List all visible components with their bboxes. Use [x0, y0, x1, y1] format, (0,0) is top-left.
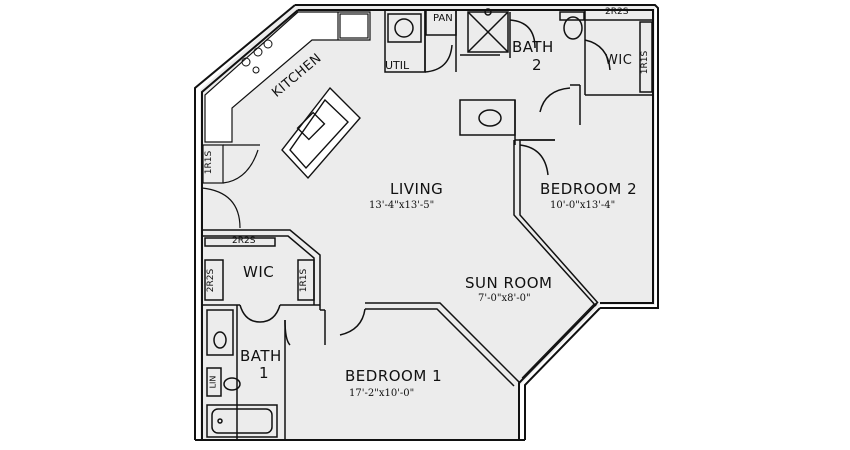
living-size: 13'-4"x13'-5" — [369, 200, 435, 211]
bath2-label-line1: BATH — [512, 38, 554, 56]
kitchen-island — [281, 86, 361, 180]
sunroom-size: 7'-0"x8'-0" — [478, 293, 531, 304]
left-wing — [202, 229, 325, 440]
utility-room — [384, 9, 457, 73]
util-label: UTIL — [385, 59, 410, 72]
bedroom2-label: BEDROOM 2 — [540, 180, 638, 198]
entry-door — [201, 187, 241, 229]
exterior-wall — [194, 4, 659, 441]
sunroom-window — [521, 303, 595, 379]
closet-1r1s-right: 1R1S — [640, 50, 651, 75]
wic-right-label: WIC — [605, 53, 633, 68]
bath2-room — [459, 8, 586, 145]
closet-left-top — [202, 144, 260, 184]
kitchen-counter — [204, 11, 371, 143]
bedroom2-size: 10'-0"x13'-4" — [550, 200, 616, 211]
bedroom2-wall — [513, 139, 599, 307]
linen-label: LIN — [208, 375, 218, 389]
bath1-label-line2: 1 — [259, 364, 270, 382]
bath2-label-line2: 2 — [532, 56, 543, 74]
bedroom1-wall — [324, 302, 521, 387]
closet-1r1s-wic-right: 1R1S — [299, 268, 310, 293]
closet-1r1s-left: 1R1S — [204, 150, 215, 175]
closet-2r2s-wic-top: 2R2S — [232, 236, 256, 246]
bath1-label-line1: BATH — [240, 347, 282, 365]
pan-label: PAN — [433, 13, 453, 24]
living-label: LIVING — [390, 180, 444, 198]
wic-right — [584, 19, 653, 96]
sunroom-label: SUN ROOM — [465, 274, 553, 292]
bedroom1-label: BEDROOM 1 — [345, 367, 443, 385]
stove-icon — [241, 39, 273, 74]
bedroom1-size: 17'-2"x10'-0" — [349, 388, 415, 399]
wic-left-label: WIC — [243, 263, 275, 281]
closet-2r2s-top-right: 2R2S — [605, 7, 629, 17]
closet-2r2s-wic-left: 2R2S — [206, 268, 217, 293]
